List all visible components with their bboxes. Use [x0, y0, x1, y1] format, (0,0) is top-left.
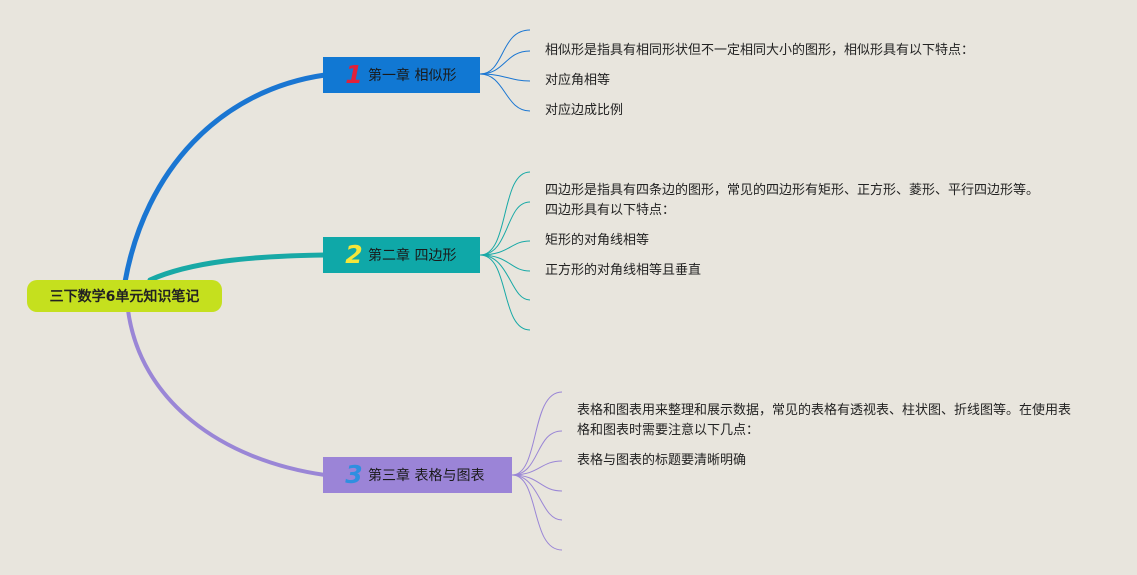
chapter-number-2: 2: [345, 240, 363, 269]
chapter-topic-1[interactable]: 1 第一章 相似形: [323, 57, 480, 93]
note-2-3[interactable]: 正方形的对角线相等且垂直: [545, 263, 702, 278]
note-3-2[interactable]: 表格与图表的标题要清晰明确: [577, 453, 747, 468]
note-2-1[interactable]: 四边形是指具有四条边的图形，常见的四边形有矩形、正方形、菱形、平行四边形等。四边…: [545, 183, 1040, 218]
leaf-connectors-chapter-3: [511, 391, 563, 551]
root-topic[interactable]: 三下数学6单元知识笔记: [27, 280, 222, 312]
note-1-3[interactable]: 对应边成比例: [545, 103, 624, 118]
note-1-1[interactable]: 相似形是指具有相同形状但不一定相同大小的图形，相似形具有以下特点：: [545, 43, 975, 58]
root-topic-label: 三下数学6单元知识笔记: [49, 289, 200, 305]
chapter-topic-2[interactable]: 2 第二章 四边形: [323, 237, 480, 273]
branch-line-chapter-2: [147, 252, 328, 283]
chapter-number-1: 1: [345, 60, 363, 89]
chapter-label-3: 第三章 表格与图表: [368, 468, 485, 484]
chapter-number-3: 3: [345, 460, 363, 489]
chapter-topic-3[interactable]: 3 第三章 表格与图表: [323, 457, 512, 493]
chapter-label-2: 第二章 四边形: [368, 248, 457, 264]
leaf-connectors-chapter-2: [479, 171, 531, 331]
chapter-label-1: 第一章 相似形: [368, 68, 457, 84]
leaf-connectors-chapter-1: [479, 29, 531, 112]
note-1-2[interactable]: 对应角相等: [545, 73, 611, 88]
branch-line-chapter-1: [122, 72, 328, 285]
note-3-1[interactable]: 表格和图表用来整理和展示数据，常见的表格有透视表、柱状图、折线图等。在使用表格和…: [577, 403, 1072, 438]
note-2-2[interactable]: 矩形的对角线相等: [545, 233, 650, 248]
branch-line-chapter-3: [126, 308, 327, 477]
